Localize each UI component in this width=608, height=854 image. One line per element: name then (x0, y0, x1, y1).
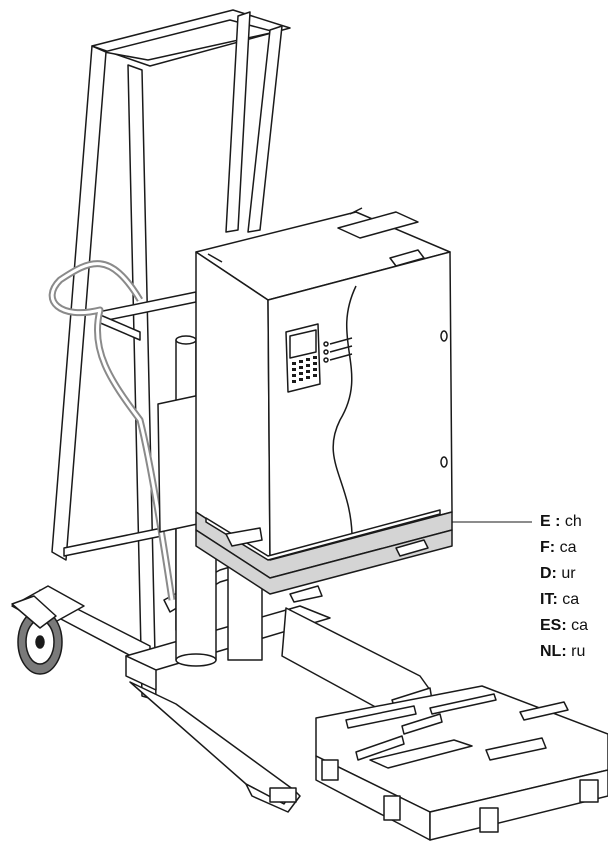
legend-code: E : (540, 513, 561, 530)
legend-code: IT: (540, 591, 558, 608)
legend-text: ca (571, 617, 589, 634)
legend-text: ur (561, 565, 576, 582)
wheel-icon (11, 595, 63, 675)
legend-code: D: (540, 565, 557, 582)
highlighted-base (195, 509, 453, 603)
legend-code: F: (540, 539, 556, 556)
pallet (315, 685, 608, 841)
legend-text: ca (559, 539, 577, 556)
legend-item-nl: NL: ru (540, 642, 585, 662)
legend-text: ch (564, 513, 582, 530)
keypad-icon (285, 323, 353, 393)
legend-text: ca (562, 591, 580, 608)
legend-item-es: ES: ca (540, 616, 588, 636)
legend-text: ru (571, 643, 586, 660)
legend-item-it: IT: ca (540, 590, 579, 610)
legend-item-f: F: ca (540, 538, 576, 558)
legend-code: NL: (540, 643, 567, 660)
legend-item-e: E : ch (540, 512, 582, 532)
legend-item-d: D: ur (540, 564, 576, 584)
legend-code: ES: (540, 617, 567, 634)
inverter-cabinet (195, 207, 453, 561)
